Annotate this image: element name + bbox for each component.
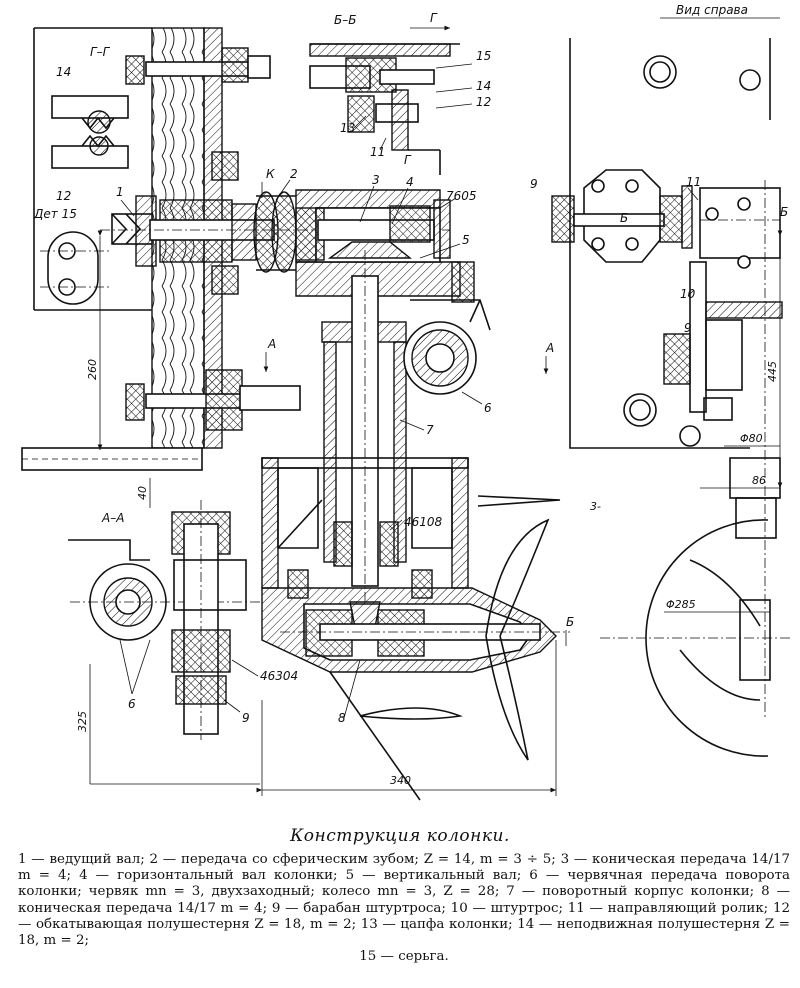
technical-drawing: Г–Г Б–Б Г Вид справа А–А Дет 15 А А Б Б … bbox=[21, 3, 790, 801]
part-9-aa-label: 9 bbox=[242, 711, 250, 725]
legend-last: 15 — серьга. bbox=[359, 949, 449, 965]
part-14-gg-label: 14 bbox=[56, 65, 71, 79]
worm-gear bbox=[403, 299, 491, 395]
lower-gearbox bbox=[261, 587, 570, 801]
section-bb-view bbox=[309, 43, 460, 175]
bearing-7605-label: 7605 bbox=[446, 189, 477, 203]
dimension-lines bbox=[89, 25, 783, 796]
part-4-label: 4 bbox=[406, 175, 414, 189]
section-aa-label: А–А bbox=[101, 511, 124, 525]
part-14-bb-label: 14 bbox=[476, 79, 491, 93]
dim-285-label: Φ285 bbox=[666, 598, 696, 611]
right-view-label: Вид справа bbox=[676, 3, 748, 17]
part-1-label: 1 bbox=[116, 185, 124, 199]
section-bb-arrow-label: Г bbox=[430, 11, 438, 25]
dim-325-label: 325 bbox=[76, 711, 89, 732]
marker-a-right: А bbox=[545, 341, 554, 355]
part-6-aa-label: 6 bbox=[128, 697, 136, 711]
marker-b-right-2: Б bbox=[780, 205, 788, 219]
marker-k: К bbox=[266, 167, 275, 181]
detail-15-label: Дет 15 bbox=[33, 207, 77, 221]
dim-80-label: Φ80 bbox=[740, 432, 763, 445]
part-8-label: 8 bbox=[338, 711, 346, 725]
section-gg-label: Г–Г bbox=[90, 45, 111, 59]
part-11-right-label: 11 bbox=[686, 175, 701, 189]
part-9-right-low-label: 9 bbox=[684, 321, 692, 335]
dim-86-label: 86 bbox=[752, 474, 766, 487]
part-3-label: 3 bbox=[372, 173, 380, 187]
stray-mark-label: 3- bbox=[590, 500, 601, 513]
marker-g: Г bbox=[404, 153, 412, 167]
part-7-label: 7 bbox=[426, 423, 434, 437]
marker-a-left: А bbox=[267, 337, 276, 351]
spherical-gear-coupling bbox=[253, 191, 297, 273]
part-2-label: 2 bbox=[290, 167, 298, 181]
dim-260-label: 260 bbox=[86, 359, 99, 380]
legend-main: 1 — ведущий вал; 2 — передача со сфериче… bbox=[18, 852, 790, 949]
part-13-label: 13 bbox=[340, 121, 355, 135]
part-6-main-label: 6 bbox=[484, 401, 492, 415]
part-11-bb-label: 11 bbox=[370, 145, 385, 159]
marker-b-main: Б bbox=[566, 615, 574, 629]
section-aa-view bbox=[68, 500, 260, 740]
bearing-46108-label: 46108 bbox=[404, 515, 443, 529]
part-9-right-label: 9 bbox=[530, 177, 538, 191]
part-5-label: 5 bbox=[462, 233, 470, 247]
dim-40-label: 40 bbox=[136, 486, 149, 500]
part-15-label: 15 bbox=[476, 49, 491, 63]
section-bb-label: Б–Б bbox=[334, 13, 356, 27]
section-gg-view bbox=[33, 27, 152, 311]
part-10-label: 10 bbox=[680, 287, 696, 301]
propeller bbox=[359, 518, 550, 761]
detail-15-plate bbox=[40, 231, 110, 305]
transom-bolts bbox=[125, 47, 301, 431]
caption-legend: 1 — ведущий вал; 2 — передача со сфериче… bbox=[18, 852, 790, 965]
dim-340-label: 340 bbox=[390, 774, 411, 787]
right-view bbox=[551, 17, 790, 757]
dim-445-label: 445 bbox=[766, 361, 779, 382]
leader-lines bbox=[119, 63, 699, 719]
part-12-bb-label: 12 bbox=[476, 95, 491, 109]
part-12-gg-label: 12 bbox=[56, 189, 71, 203]
caption-title: Конструкция колонки. bbox=[290, 826, 510, 846]
upper-gearbox bbox=[295, 189, 475, 303]
bearing-46304-label: 46304 bbox=[260, 669, 298, 683]
column-housing bbox=[287, 250, 433, 640]
marker-b-right-1: Б bbox=[620, 211, 628, 225]
